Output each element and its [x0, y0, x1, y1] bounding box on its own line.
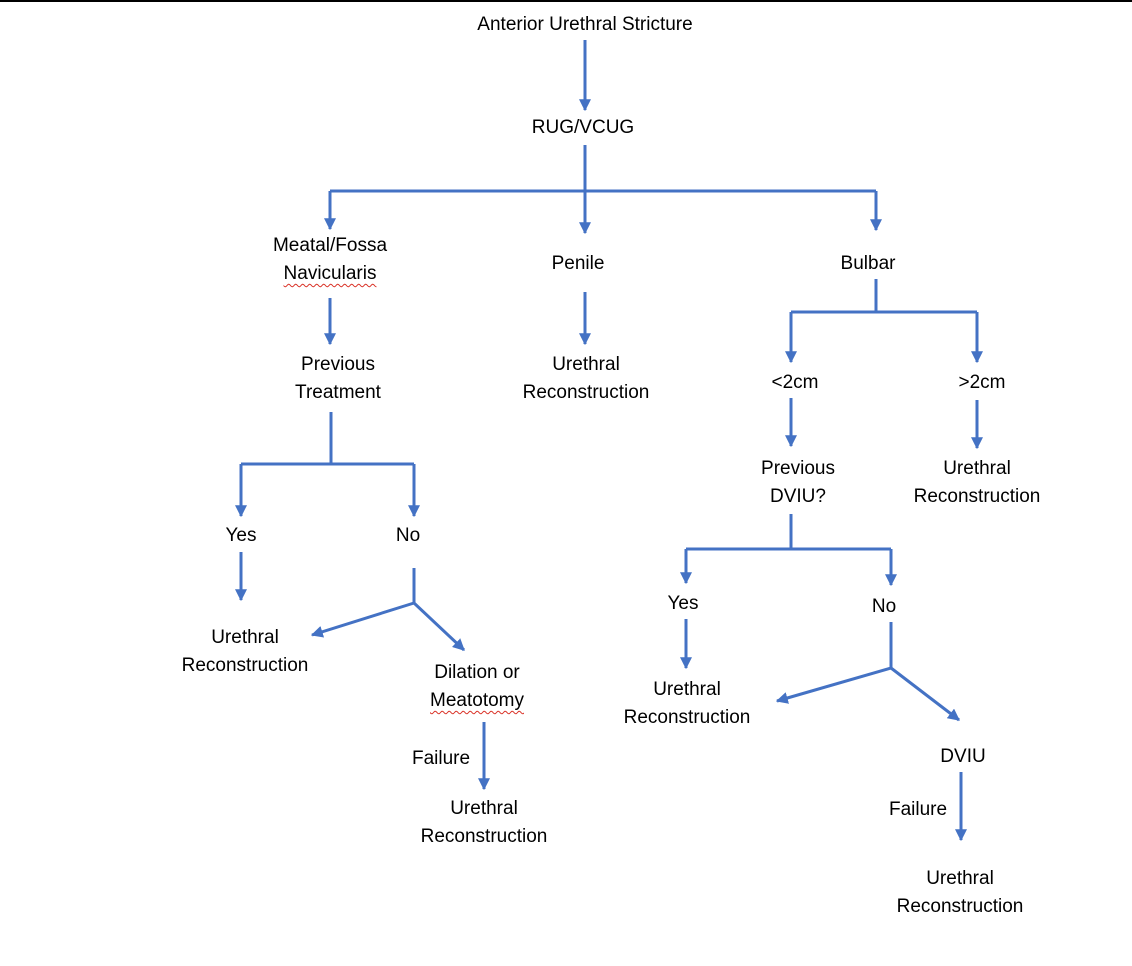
node-label: Yes	[225, 525, 257, 546]
node-label-line2: Reconstruction	[522, 382, 650, 403]
meatal-fossa-navicularis-node: Meatal/Fossa Navicularis	[273, 232, 387, 288]
bulbar-yes-node: Yes	[668, 590, 699, 618]
bulbar-previous-dviu-node: Previous DVIU?	[761, 455, 835, 511]
node-label-line2: Reconstruction	[913, 486, 1041, 507]
node-label-line1: Urethral	[943, 458, 1011, 479]
node-label-line2: DVIU?	[770, 486, 826, 507]
spellcheck-underline: Meatotomy	[430, 690, 524, 711]
node-label-line2: Treatment	[295, 382, 381, 403]
penile-node: Penile	[552, 250, 605, 278]
node-label-line1: Dilation or	[434, 662, 520, 683]
node-label-line2: Reconstruction	[623, 707, 751, 728]
node-label: Anterior Urethral Stricture	[477, 14, 693, 35]
node-label-line1: Urethral	[552, 354, 620, 375]
node-label-line1: Previous	[301, 354, 375, 375]
penile-urethral-reconstruction-node: Urethral Reconstruction	[523, 351, 650, 407]
node-label: RUG/VCUG	[531, 117, 635, 138]
node-label: >2cm	[958, 372, 1006, 393]
node-label: Bulbar	[840, 253, 896, 274]
anterior-urethral-stricture-node: Anterior Urethral Stricture	[477, 11, 692, 39]
node-label: Penile	[551, 253, 605, 274]
dviu-node: DVIU	[940, 743, 985, 771]
node-label-line2: Reconstruction	[181, 655, 309, 676]
node-label-line1: Urethral	[450, 798, 518, 819]
node-label: No	[395, 525, 421, 546]
bulbar-final-urethral-reconstruction-node: Urethral Reconstruction	[897, 865, 1024, 921]
rug-vcug-node: RUG/VCUG	[532, 114, 634, 142]
meatal-no-node: No	[396, 522, 420, 550]
arrow-bulbar-no-to-reconstruction	[775, 666, 892, 704]
arrow-meatal-no-to-dilation	[412, 601, 466, 652]
meatal-previous-treatment-node: Previous Treatment	[295, 351, 381, 407]
bulbar-yes-urethral-reconstruction-node: Urethral Reconstruction	[624, 676, 751, 732]
meatal-final-urethral-reconstruction-node: Urethral Reconstruction	[421, 795, 548, 851]
meatal-yes-urethral-reconstruction-node: Urethral Reconstruction	[182, 624, 309, 680]
node-label-line1: Urethral	[653, 679, 721, 700]
node-label: Yes	[667, 593, 699, 614]
node-label-line2: Navicularis	[273, 260, 387, 288]
arrow-meatal-no-to-reconstruction	[310, 601, 415, 638]
node-label-line1: Previous	[761, 458, 835, 479]
bulbar-failure-label: Failure	[889, 799, 948, 820]
bulbar-no-node: No	[872, 593, 896, 621]
node-label-line1: Urethral	[926, 868, 994, 889]
node-label: <2cm	[771, 372, 819, 393]
gt-2cm-node: >2cm	[959, 369, 1006, 397]
bulbar-node: Bulbar	[841, 250, 896, 278]
gt-2cm-urethral-reconstruction-node: Urethral Reconstruction	[914, 455, 1041, 511]
node-label-line1: Urethral	[211, 627, 279, 648]
dilation-or-meatotomy-node: Dilation or Meatotomy	[430, 659, 524, 715]
node-label: DVIU	[940, 746, 986, 767]
meatal-yes-node: Yes	[226, 522, 257, 550]
node-label-line2: Meatotomy	[430, 687, 524, 715]
meatal-failure-label: Failure	[412, 748, 471, 769]
spellcheck-underline: Navicularis	[283, 263, 377, 284]
top-border-line	[0, 0, 1132, 2]
lt-2cm-node: <2cm	[772, 369, 819, 397]
arrow-bulbar-no-to-dviu	[890, 666, 960, 722]
node-label: No	[871, 596, 897, 617]
node-label-line1: Meatal/Fossa	[272, 235, 388, 256]
node-label-line2: Reconstruction	[896, 896, 1024, 917]
node-label-line2: Reconstruction	[420, 826, 548, 847]
